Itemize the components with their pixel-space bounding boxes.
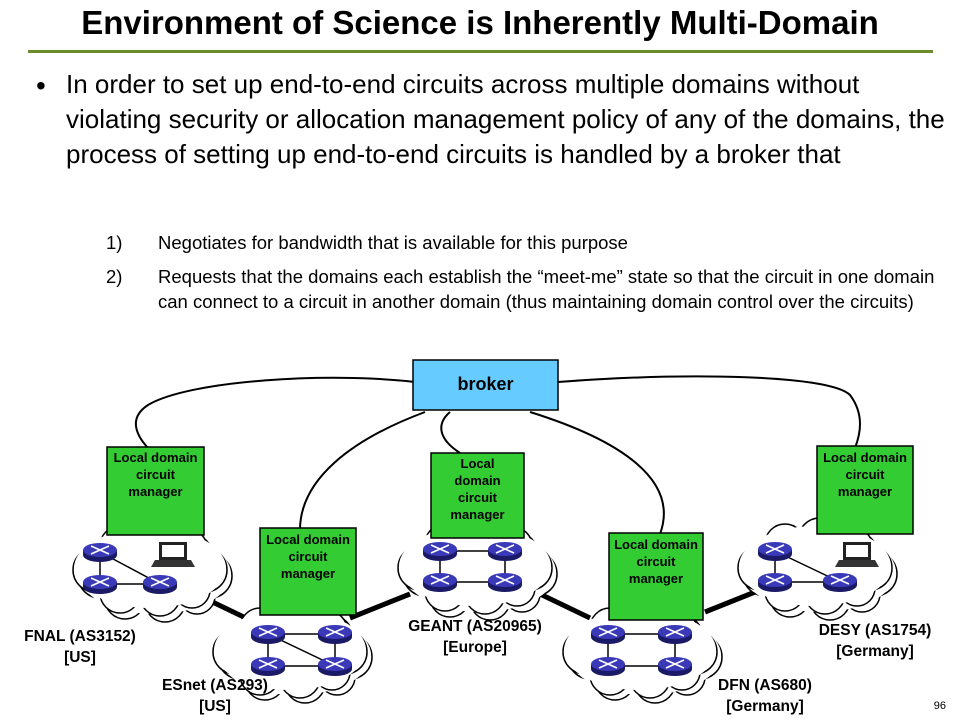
- desy-manager-label: Local domain circuit manager: [823, 450, 907, 499]
- esnet-manager-label: Local domain circuit manager: [266, 532, 350, 581]
- title-rule: [28, 50, 933, 53]
- domain-region: [US]: [64, 649, 96, 666]
- broker-label: broker: [457, 374, 514, 394]
- domain-name: DESY (AS1754): [818, 622, 932, 639]
- page-title: Environment of Science is Inherently Mul…: [81, 4, 879, 41]
- esnet-label: ESnet (AS293) [US]: [140, 675, 290, 717]
- step-text: Negotiates for bandwidth that is availab…: [158, 232, 628, 253]
- desy-label: DESY (AS1754) [Germany]: [795, 620, 955, 662]
- fnal-manager-label: Local domain circuit manager: [113, 450, 198, 499]
- domain-region: [US]: [199, 698, 231, 715]
- broker-link-esnet: [299, 411, 426, 531]
- domain-region: [Germany]: [836, 643, 914, 660]
- domain-name: DFN (AS680): [718, 677, 812, 694]
- bullet-dot: •: [36, 70, 46, 101]
- fnal-label: FNAL (AS3152) [US]: [5, 626, 155, 668]
- desy-manager-box: [816, 445, 914, 535]
- broker-link-dfn: [529, 411, 665, 535]
- step-number: 1): [106, 232, 123, 253]
- dfn-label: DFN (AS680) [Germany]: [690, 675, 840, 717]
- step-number: 2): [106, 266, 123, 287]
- broker-link-fnal: [135, 376, 416, 451]
- page-number: 96: [933, 700, 946, 712]
- bullet-text: In order to set up end-to-end circuits a…: [66, 69, 945, 169]
- geant-manager-label: Local domain circuit manager: [450, 456, 505, 522]
- esnet-manager-box: [259, 527, 357, 616]
- domain-name: FNAL (AS3152): [24, 628, 136, 645]
- domain-region: [Europe]: [443, 639, 507, 656]
- domain-region: [Germany]: [726, 698, 804, 715]
- fnal-manager-box: [106, 446, 205, 536]
- domain-name: GEANT (AS20965): [408, 618, 542, 635]
- geant-label: GEANT (AS20965) [Europe]: [390, 616, 560, 658]
- domain-name: ESnet (AS293): [162, 677, 268, 694]
- broker-link-geant: [440, 411, 461, 454]
- step-text: Requests that the domains each establish…: [158, 266, 935, 312]
- dfn-manager-box: [608, 532, 704, 621]
- broker-link-desy: [557, 375, 861, 449]
- geant-manager-box: [430, 452, 525, 539]
- dfn-manager-label: Local domain circuit manager: [614, 537, 698, 586]
- broker-box: [412, 359, 559, 411]
